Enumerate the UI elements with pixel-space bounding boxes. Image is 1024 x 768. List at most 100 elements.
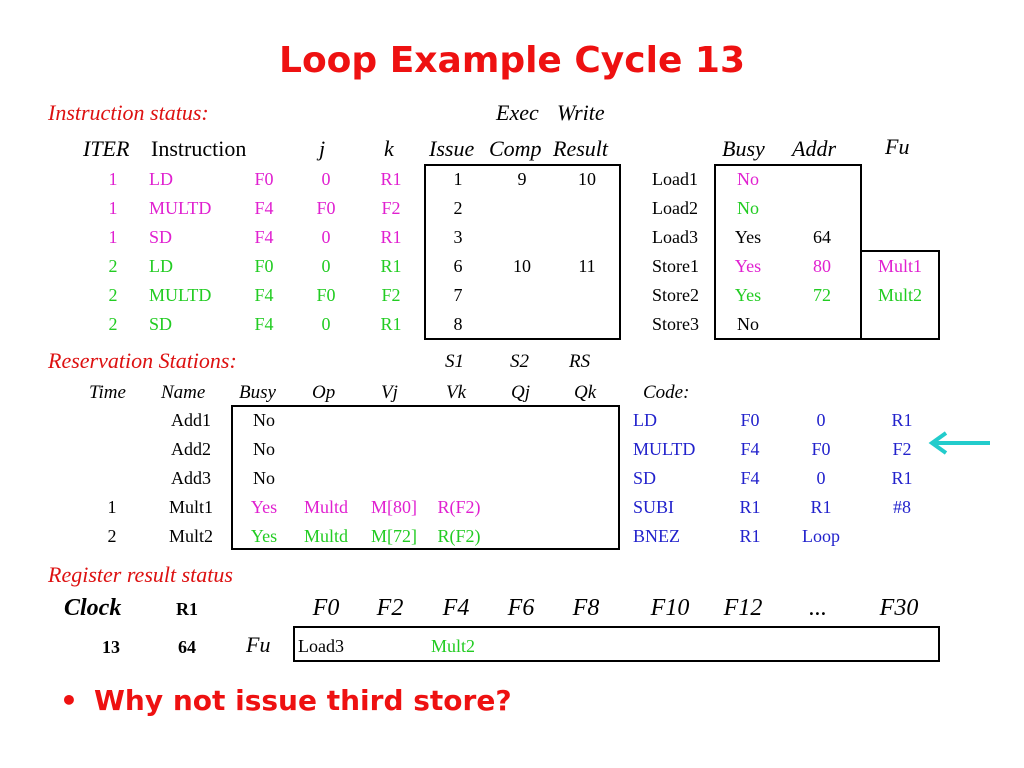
j-operand-cell: 0 <box>321 169 331 189</box>
instruction-op-cell: LD <box>149 169 173 189</box>
bullet-dot: • <box>60 684 78 717</box>
dest-register-cell: F4 <box>254 227 274 247</box>
iter-cell: 1 <box>108 169 118 189</box>
iter-cell: 1 <box>108 198 118 218</box>
r1-value: 64 <box>178 637 196 657</box>
rs-vk-cell: R(F2) <box>437 497 481 517</box>
register-header: F12 <box>723 595 763 621</box>
result-header: Result <box>553 136 608 161</box>
j-operand-cell: 0 <box>321 256 331 276</box>
code-a-cell: F0 <box>740 410 760 430</box>
rs-busy-cell: Yes <box>250 526 278 546</box>
k-operand-cell: R1 <box>380 256 402 276</box>
k-operand-cell: R1 <box>380 169 402 189</box>
buffer-addr-cell: 64 <box>813 227 831 247</box>
iter-cell: 2 <box>108 285 118 305</box>
rs-name-cell: Add2 <box>171 439 211 459</box>
issue-cycle-cell: 2 <box>453 198 463 218</box>
rs-op-cell: Multd <box>303 526 348 546</box>
rs-op-cell: Multd <box>303 497 348 517</box>
instruction-op-cell: SD <box>149 314 173 334</box>
dest-register-cell: F4 <box>254 285 274 305</box>
k-operand-cell: F2 <box>381 285 401 305</box>
issue-cycle-cell: 7 <box>453 285 463 305</box>
buffer-busy-cell: No <box>737 314 759 334</box>
rs-time-cell: 1 <box>107 497 117 517</box>
rs-busy-header: Busy <box>239 382 276 403</box>
register-header: F2 <box>376 595 404 621</box>
s1-header: S1 <box>445 351 464 372</box>
code-c-cell: F2 <box>892 439 912 459</box>
bullet-question: Why not issue third store? <box>94 684 512 717</box>
name-header: Name <box>161 382 206 403</box>
issue-cycle-cell: 3 <box>453 227 463 247</box>
iter-header: ITER <box>83 136 130 161</box>
dest-register-cell: F4 <box>254 198 274 218</box>
iter-cell: 1 <box>108 227 118 247</box>
register-header: F0 <box>312 595 340 621</box>
write-header: Write <box>557 100 605 125</box>
register-header: F6 <box>507 595 535 621</box>
buffer-fu-cell: Mult2 <box>877 285 922 305</box>
buffer-name-cell: Store3 <box>652 314 699 334</box>
code-a-cell: F4 <box>740 468 760 488</box>
buffer-busy-cell: No <box>737 169 759 189</box>
code-op-cell: BNEZ <box>633 526 680 546</box>
buffer-busy-cell: Yes <box>734 285 762 305</box>
issue-header: Issue <box>429 136 475 161</box>
register-fu-value: Load3 <box>298 636 344 656</box>
vk-header: Vk <box>446 382 467 403</box>
code-op-cell: SUBI <box>633 497 675 517</box>
qk-header: Qk <box>574 382 597 403</box>
k-operand-cell: F2 <box>381 198 401 218</box>
write-result-cycle-cell: 11 <box>578 256 596 276</box>
register-fu-value: Mult2 <box>431 636 476 656</box>
instruction-op-cell: MULTD <box>149 285 212 305</box>
code-a-cell: R1 <box>739 526 761 546</box>
j-operand-cell: F0 <box>316 285 336 305</box>
k-operand-cell: R1 <box>380 314 402 334</box>
k-operand-cell: R1 <box>380 227 402 247</box>
code-c-cell: R1 <box>891 410 913 430</box>
k-header: k <box>384 136 394 161</box>
register-header: ... <box>809 595 827 621</box>
dest-register-cell: F0 <box>254 169 274 189</box>
current-instruction-arrow-icon <box>928 431 990 455</box>
dest-register-cell: F4 <box>254 314 274 334</box>
code-a-cell: R1 <box>739 497 761 517</box>
iter-cell: 2 <box>108 256 118 276</box>
instruction-op-cell: MULTD <box>149 198 212 218</box>
code-header: Code: <box>643 382 690 403</box>
rs-vj-cell: M[72] <box>371 526 417 546</box>
buffer-addr-cell: 72 <box>813 285 831 305</box>
rs-vj-cell: M[80] <box>371 497 417 517</box>
addr-header: Addr <box>792 136 836 161</box>
buffer-busy-cell: Yes <box>734 227 762 247</box>
rs-vk-cell: R(F2) <box>437 526 481 546</box>
register-fu-box <box>293 626 940 662</box>
rs-header: RS <box>569 351 591 372</box>
code-op-cell: MULTD <box>633 439 696 459</box>
register-header: F8 <box>572 595 600 621</box>
j-operand-cell: 0 <box>321 314 331 334</box>
time-header: Time <box>89 382 126 403</box>
issue-cycle-cell: 6 <box>453 256 463 276</box>
rs-time-cell: 2 <box>107 526 117 546</box>
code-op-cell: LD <box>633 410 657 430</box>
j-operand-cell: 0 <box>321 227 331 247</box>
vj-header: Vj <box>381 382 398 403</box>
fu-header: Fu <box>885 134 910 159</box>
rs-name-cell: Add1 <box>171 410 211 430</box>
code-b-cell: F0 <box>811 439 831 459</box>
fu-row-label: Fu <box>246 632 271 657</box>
slide-title: Loop Example Cycle 13 <box>279 40 745 81</box>
buffer-fu-cell: Mult1 <box>877 256 922 276</box>
j-header: j <box>319 136 326 161</box>
iter-cell: 2 <box>108 314 118 334</box>
buffer-name-cell: Store1 <box>652 256 699 276</box>
clock-value: 13 <box>102 637 120 657</box>
rs-busy-cell: No <box>253 468 275 488</box>
issue-cycle-cell: 8 <box>453 314 463 334</box>
write-result-cycle-cell: 10 <box>578 169 596 189</box>
instruction-status-label: Instruction status: <box>48 100 209 125</box>
